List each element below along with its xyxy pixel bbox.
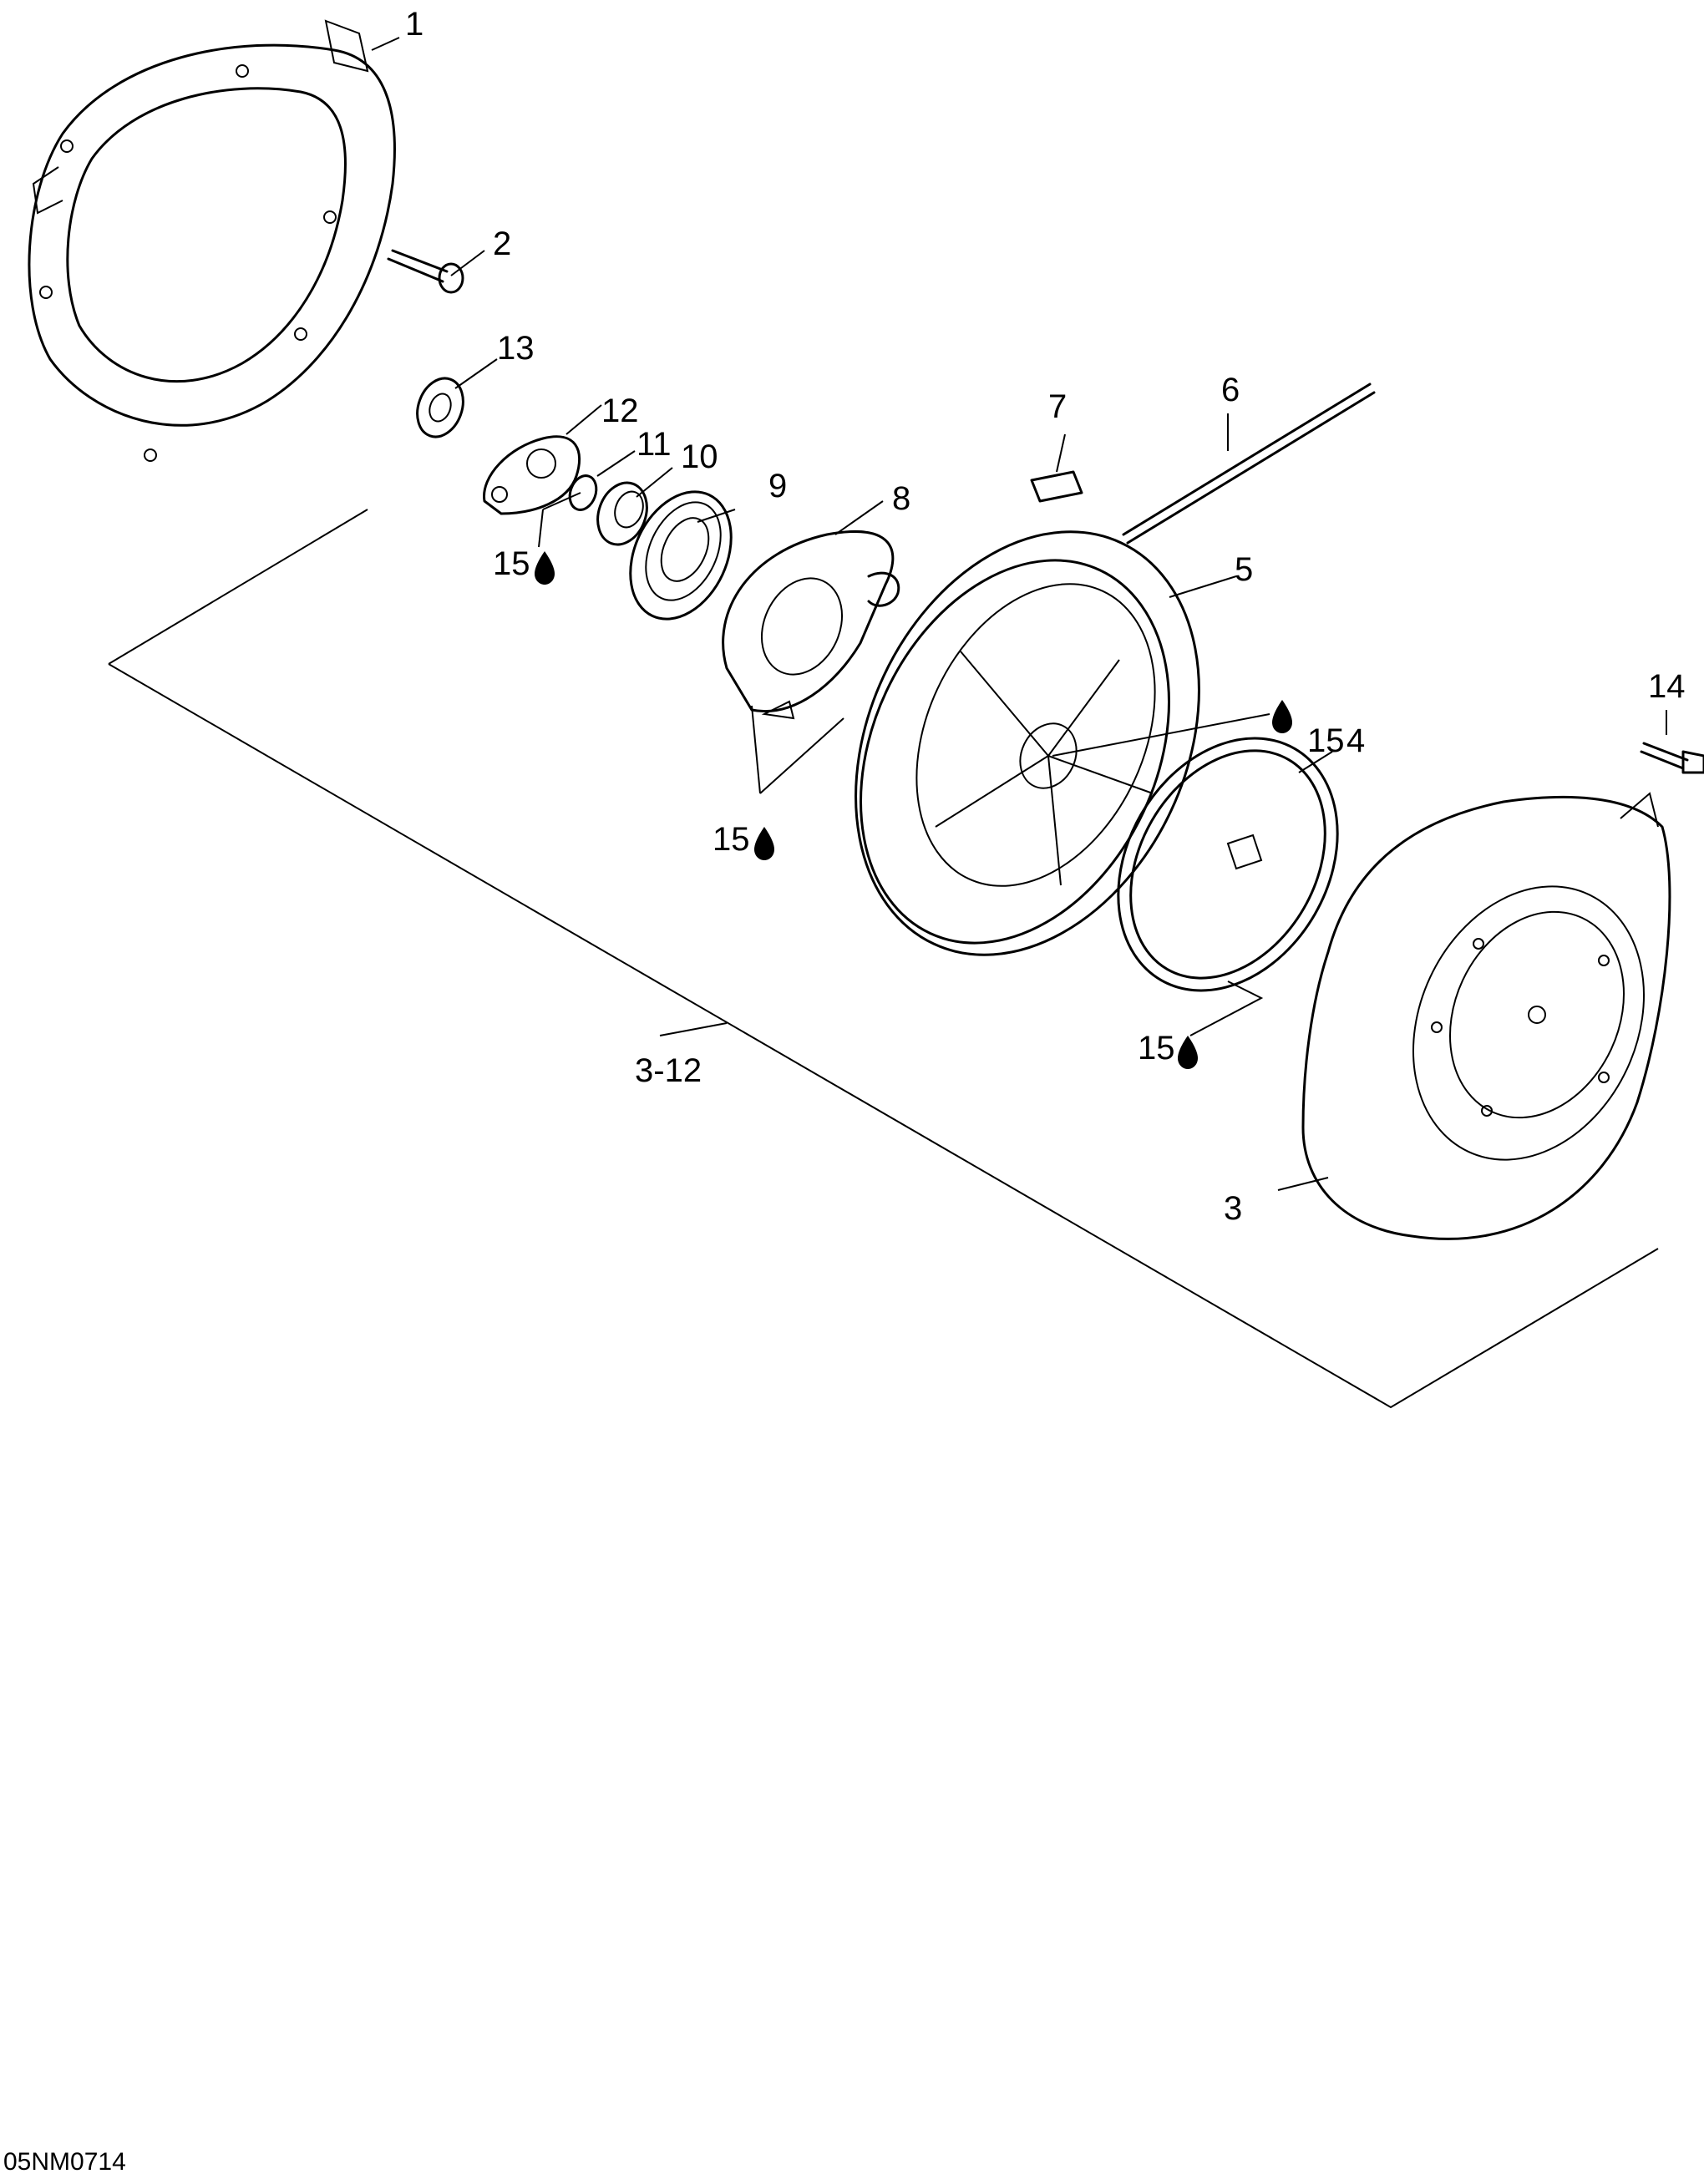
part-12-plate [483,435,581,515]
part-10-bushing [596,481,648,546]
oil-drop-icon [754,827,774,860]
callout-3: 3 [1224,1190,1242,1227]
part-7-key [1030,470,1083,503]
part-5-pulley [855,530,1200,956]
oil-drop-icons [535,551,1292,1069]
part-6-rope [1122,383,1376,545]
callout-6: 6 [1221,372,1240,408]
callout-11: 11 [636,426,672,463]
callout-15-right: 15 [1307,722,1345,759]
callout-1: 1 [405,6,423,43]
callout-9: 9 [768,468,787,504]
part-9-spring [629,490,733,621]
part-8-cam [722,530,900,720]
part-2-screw [387,249,464,294]
callout-15-bottom: 15 [1138,1030,1175,1067]
callout-15-top: 15 [493,545,530,582]
callout-15-mid: 15 [713,821,750,858]
assembly-bracket [108,509,1659,1409]
callout-10: 10 [681,438,718,475]
oil-drop-icon [1272,700,1292,733]
part-4-recoil-spring [1117,737,1339,992]
callout-12: 12 [601,393,639,429]
callout-14: 14 [1648,668,1686,705]
part-1-mounting-ring [28,19,396,462]
callout-13: 13 [497,330,535,367]
callout-7: 7 [1048,388,1067,425]
part-3-housing [1301,792,1671,1240]
document-id: 05NM0714 [3,2148,126,2176]
oil-drop-icon [535,551,555,585]
callout-2: 2 [493,225,511,262]
oil-drop-icon [1178,1036,1198,1069]
callout-labels: 1 2 13 12 11 10 9 8 7 6 5 15 4 14 3 3-12… [405,6,1686,1227]
callout-3-12: 3-12 [635,1052,702,1089]
callout-8: 8 [892,480,910,517]
callout-5: 5 [1235,551,1253,588]
callout-4: 4 [1346,722,1365,759]
part-13-washer [416,377,464,438]
leader-lines [371,37,1667,1191]
part-11-ring [568,474,598,511]
part-14-screw [1640,742,1704,774]
